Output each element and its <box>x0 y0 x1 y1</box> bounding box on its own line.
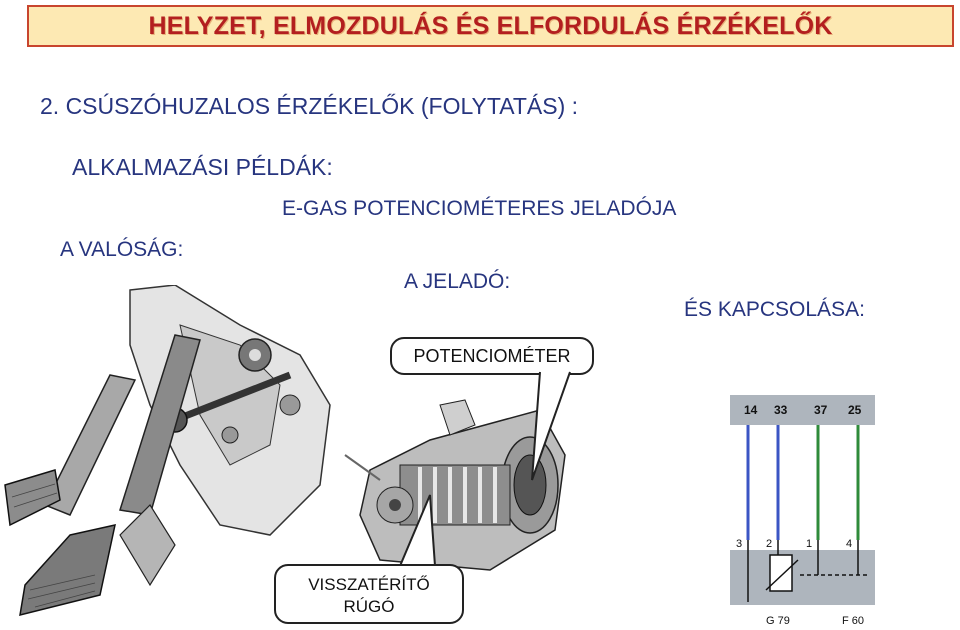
slide-title-bar: HELYZET, ELMOZDULÁS ÉS ELFORDULÁS ÉRZÉKE… <box>27 5 954 47</box>
pin-label-25: 25 <box>848 403 862 417</box>
pin-label-14: 14 <box>744 403 758 417</box>
sensor-label: A JELADÓ: <box>404 270 511 293</box>
return-spring-callout: VISSZATÉRÍTŐ RÚGÓ <box>274 564 464 624</box>
reality-label: A VALÓSÁG: <box>60 238 184 261</box>
pedal-assembly-illustration <box>4 285 331 617</box>
wiring-diagram: 14 33 37 25 3 2 1 4 G 79 F 60 <box>730 395 875 627</box>
pin-label-33: 33 <box>774 403 788 417</box>
section-subtitle: 2. CSÚSZÓHUZALOS ÉRZÉKELŐK (FOLYTATÁS) : <box>40 93 579 119</box>
pin-label-37: 37 <box>814 403 828 417</box>
component-label-g79: G 79 <box>766 615 790 627</box>
potentiometer-symbol <box>747 540 870 602</box>
pin-label-4: 4 <box>846 538 852 550</box>
spring-callout-pointer <box>399 494 436 567</box>
pin-label-3: 3 <box>736 538 742 550</box>
wiring-label: ÉS KAPCSOLÁSA: <box>684 298 865 321</box>
pin-label-1: 1 <box>806 538 812 550</box>
component-label-f60: F 60 <box>842 615 864 627</box>
slide-title: HELYZET, ELMOZDULÁS ÉS ELFORDULÁS ÉRZÉKE… <box>148 11 833 40</box>
pin-label-2: 2 <box>766 538 772 550</box>
potentiometer-callout: POTENCIOMÉTER <box>390 337 594 375</box>
egas-heading: E-GAS POTENCIOMÉTERES JELADÓJA <box>282 197 677 220</box>
potentiometer-callout-pointer <box>531 371 571 481</box>
potentiometer-sensor-illustration <box>344 399 566 571</box>
wire-bundle <box>746 425 860 540</box>
return-spring-callout-line1: VISSZATÉRÍTŐ <box>308 575 430 594</box>
applications-heading: ALKALMAZÁSI PÉLDÁK: <box>72 154 333 180</box>
return-spring-callout-line2: RÚGÓ <box>343 597 395 616</box>
